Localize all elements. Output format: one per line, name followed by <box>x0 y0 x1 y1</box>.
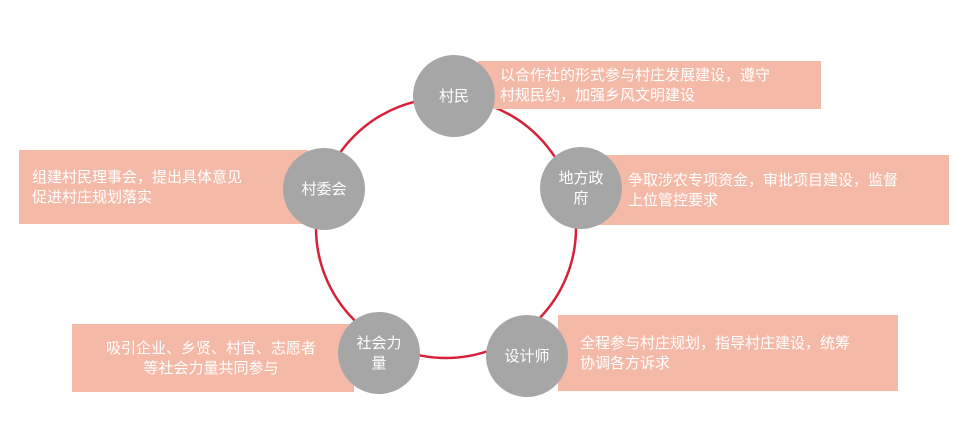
committee-description-box: 组建村民理事会，提出具体意见 促进村庄规划落实 <box>19 150 308 224</box>
committee-node: 村委会 <box>283 148 365 230</box>
committee-description-line-1: 组建村民理事会，提出具体意见 <box>32 168 243 186</box>
social-forces-description-line-1: 吸引企业、乡贤、村官、志愿者 <box>105 339 316 357</box>
government-node: 地方政 府 <box>540 147 622 229</box>
committee-description-line-2: 促进村庄规划落实 <box>32 188 153 206</box>
designer-description-line-2: 协调各方诉求 <box>580 354 671 372</box>
designer-description-line-1: 全程参与村庄规划，指导村庄建设，统筹 <box>580 334 851 352</box>
social-forces-node-label-line-2: 量 <box>371 354 387 372</box>
designer-description-box: 全程参与村庄规划，指导村庄建设，统筹 协调各方诉求 <box>558 315 898 391</box>
social-forces-node-label-line-1: 社会力 <box>356 334 402 352</box>
government-node-label-line-1: 地方政 <box>558 169 604 187</box>
social-forces-description-line-2: 等社会力量共同参与 <box>143 359 279 377</box>
villagers-description-line-2: 村规民约，加强乡风文明建设 <box>500 86 696 104</box>
social-forces-description-box: 吸引企业、乡贤、村官、志愿者 等社会力量共同参与 <box>72 324 354 392</box>
villagers-description-line-1: 以合作社的形式参与村庄发展建设，遵守 <box>500 66 771 84</box>
villagers-node: 村民 <box>413 55 495 137</box>
committee-node-label: 村委会 <box>301 180 347 198</box>
social-forces-node: 社会力 量 <box>338 312 420 394</box>
government-description-line-2: 上位管控要求 <box>628 191 719 209</box>
villagers-description-box: 以合作社的形式参与村庄发展建设，遵守 村规民约，加强乡风文明建设 <box>478 61 821 109</box>
designer-node-label: 设计师 <box>504 347 550 365</box>
villagers-node-label: 村民 <box>438 87 469 105</box>
designer-node: 设计师 <box>486 315 568 397</box>
government-node-label-line-2: 府 <box>573 189 589 207</box>
government-description-box: 争取涉农专项资金，审批项目建设，监督 上位管控要求 <box>582 155 949 225</box>
government-description-line-1: 争取涉农专项资金，审批项目建设，监督 <box>628 171 899 189</box>
